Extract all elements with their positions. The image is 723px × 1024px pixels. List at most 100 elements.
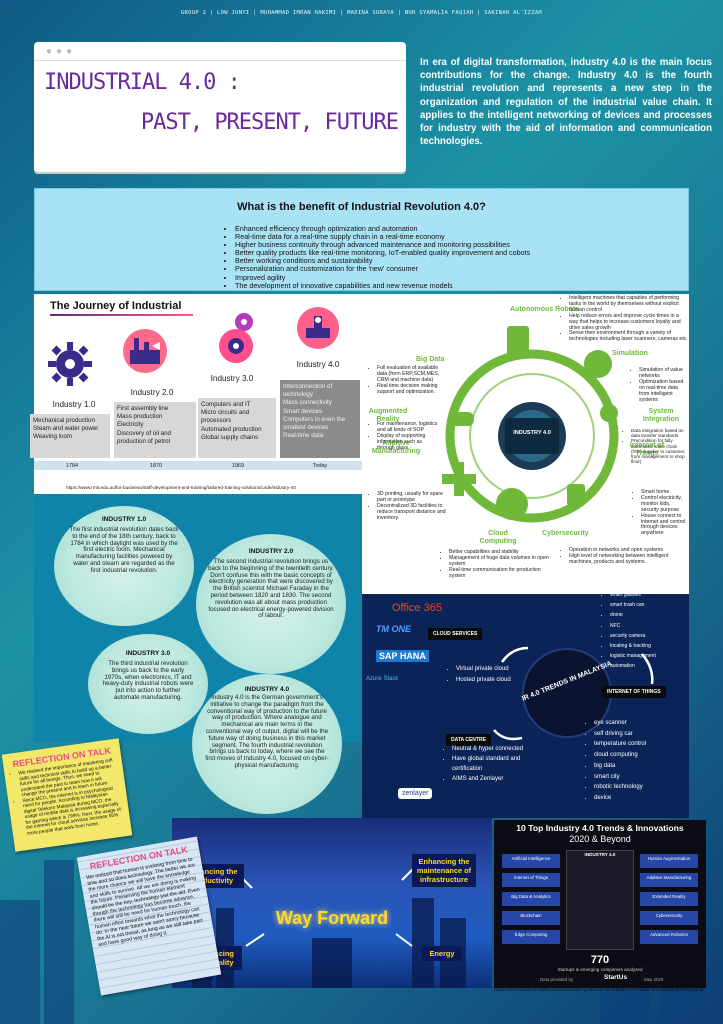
era-2-icon — [122, 328, 168, 379]
benefit-item: Better quality products like real-time m… — [235, 249, 675, 257]
bigdata-list: Full evaluation of available data (from … — [370, 365, 440, 396]
trends-center-circle — [522, 648, 612, 738]
trend-arrows — [493, 646, 654, 741]
list-item: automation — [610, 661, 690, 671]
top10-source-link[interactable]: https://www.startus-insights.com/innovat… — [494, 987, 704, 992]
list-item: device — [594, 793, 686, 804]
era-2-name: Industry 2.0 — [130, 388, 174, 397]
list-item: Real-time communication for production s… — [449, 567, 552, 580]
bubble-text: The third industrial revolution brings u… — [102, 660, 194, 701]
list-item: High level of networking between intelli… — [569, 553, 686, 566]
list-item: smart trash can — [610, 600, 690, 610]
cyber-list: Operation in networks and open systems H… — [562, 547, 686, 566]
list-item: Smart home — [641, 489, 688, 496]
data-centre-list: Neutral & hyper connected Have global st… — [444, 744, 550, 784]
list-item: Management of huge data volumes in open … — [449, 555, 552, 568]
era-1-icon — [44, 338, 96, 395]
top10-trend-item: Advanced Robotics — [640, 930, 698, 944]
label-augmented-reality: Augmented Reality — [368, 408, 408, 423]
top10-trend-item: Artificial Intelligence — [502, 854, 560, 868]
benefit-item: Better working conditions and sustainabi… — [235, 257, 675, 265]
bubble-text: The first industrial revolution dates ba… — [69, 526, 179, 574]
year-3: 1969 — [232, 463, 244, 469]
title-card: ●●● INDUSTRIAL 4.0 : PAST, PRESENT, FUTU… — [34, 42, 406, 172]
list-item: Simulation of value networks — [639, 367, 688, 380]
list-item: Optimization based on real-time data fro… — [639, 379, 688, 404]
list-item: Neutral & hyper connected — [452, 744, 550, 754]
reflection-text: We noticed that human is evolving from t… — [85, 856, 204, 949]
list-item: big data — [594, 761, 686, 772]
logo-office365: Office 365 — [392, 602, 442, 614]
bubble-text: The second industrial revolution brings … — [208, 558, 334, 620]
pill-cloud-services: CLOUD SERVICES — [428, 628, 483, 640]
list-item: Full evaluation of available data (from … — [377, 365, 440, 384]
list-item: Display of supporting information such a… — [377, 433, 440, 452]
list-item: Sense their environment through a variet… — [569, 331, 688, 343]
ar-list: For maintenance, logistics and all kinds… — [370, 421, 440, 452]
bubble-industry-3: INDUSTRY 3.0 The third industrial revolu… — [88, 634, 208, 734]
journey-heading: The Journey of Industrial — [50, 300, 182, 312]
top10-date: May 2020 — [644, 977, 664, 982]
year-4: Today — [312, 463, 328, 469]
top10-trend-item: Internet of Things — [502, 873, 560, 887]
journey-source-link[interactable]: https://www.rmit.edu.au/for-business/sta… — [66, 485, 296, 490]
top10-trend-item: Edge Computing — [502, 930, 560, 944]
bubble-title: INDUSTRY 4.0 — [244, 686, 290, 693]
list-item: AIMS and Zenlayer — [452, 774, 550, 784]
eras-detail-section: INDUSTRY 1.0 The first industrial revolu… — [34, 494, 362, 814]
list-item: eye scanner — [594, 718, 686, 729]
top10-count: 770 — [590, 954, 610, 966]
list-item: Intelligent machines that capables of pe… — [569, 295, 688, 314]
heading-underline — [50, 314, 193, 316]
list-item: Better capabilities and stability — [449, 549, 552, 556]
label-cybersecurity: Cybersecurity — [542, 530, 589, 537]
benefit-item: Improved agility — [235, 273, 675, 282]
benefit-item: Personalization and customization for th… — [235, 265, 675, 273]
top10-trend-item: Human Augmentation — [640, 854, 698, 868]
group-members-line: GROUP 2 | LOW JUNYI | MUHAMMAD IMRAN HAK… — [180, 10, 543, 16]
pill-internet-of-things: INTERNET OF THINGS — [602, 686, 666, 698]
top10-title: 10 Top Industry 4.0 Trends & Innovations — [516, 823, 684, 833]
list-item: Have global standard and certification — [452, 754, 550, 774]
pill-data-centre: DATA CENTRE — [446, 734, 491, 746]
divider — [34, 60, 406, 61]
reflection-note-1: REFLECTION ON TALK We realised the impor… — [1, 738, 133, 852]
cloud-list: Better capabilities and stability Manage… — [442, 549, 552, 580]
list-item: smart glasses — [610, 590, 690, 600]
benefit-item: Enhanced efficiency through optimization… — [235, 224, 675, 233]
iot-list-top: smart glasses smart trash can drone NFC … — [602, 590, 690, 672]
bubble-title: INDUSTRY 3.0 — [125, 650, 171, 657]
label-cloud-computing: Cloud Computing — [479, 530, 517, 545]
era-3-name: Industry 3.0 — [210, 374, 254, 383]
list-item: Precondition for fully automated value c… — [631, 438, 688, 464]
list-item: smart city — [594, 772, 686, 783]
label-internet-of-things: Internet of Things — [629, 442, 665, 457]
top10-footer: Data provided by — [540, 977, 574, 982]
list-item: logistic management — [610, 651, 690, 661]
list-item: drone — [610, 610, 690, 620]
title-line-1: INDUSTRIAL 4.0 : — [44, 70, 241, 95]
era-3-icon — [214, 308, 260, 373]
bubble-title: INDUSTRY 1.0 — [101, 516, 147, 523]
bubble-industry-1: INDUSTRY 1.0 The first industrial revolu… — [54, 506, 194, 626]
year-2: 1870 — [150, 463, 162, 469]
intro-paragraph: In era of digital transformation, indust… — [420, 57, 712, 148]
list-item: Virtual private cloud — [456, 664, 528, 675]
benefit-item: The development of innovative capabiliti… — [235, 281, 675, 290]
logo-zenlayer: zenlayer — [398, 788, 433, 799]
iot-list: Smart home Control electricity, monitor … — [634, 489, 688, 537]
journey-section: The Journey of Industrial Industry 1.0 M… — [30, 294, 362, 494]
way-box-maintenance: Enhancing the maintenance of infrastruct… — [412, 854, 476, 887]
era-2-desc: First assembly line Mass production Elec… — [114, 402, 196, 458]
top10-trends-section: 10 Top Industry 4.0 Trends & Innovations… — [494, 820, 706, 988]
integration-list: Data integration based on data transfer … — [624, 428, 688, 464]
label-additive-manufacturing: Additive Manufacturing — [371, 440, 421, 455]
label-simulation: Simulation — [612, 350, 648, 357]
logo-tm-one: TM ONE — [376, 624, 411, 634]
robots-list: Intelligent machines that capables of pe… — [562, 295, 688, 343]
bubble-industry-2: INDUSTRY 2.0 The second industrial revol… — [196, 534, 346, 674]
list-item: security camera — [610, 631, 690, 641]
era-4-icon — [296, 306, 340, 355]
reflection-note-2: REFLECTION ON TALK We noticed that human… — [76, 836, 222, 996]
way-forward-title: Way Forward — [275, 908, 389, 928]
